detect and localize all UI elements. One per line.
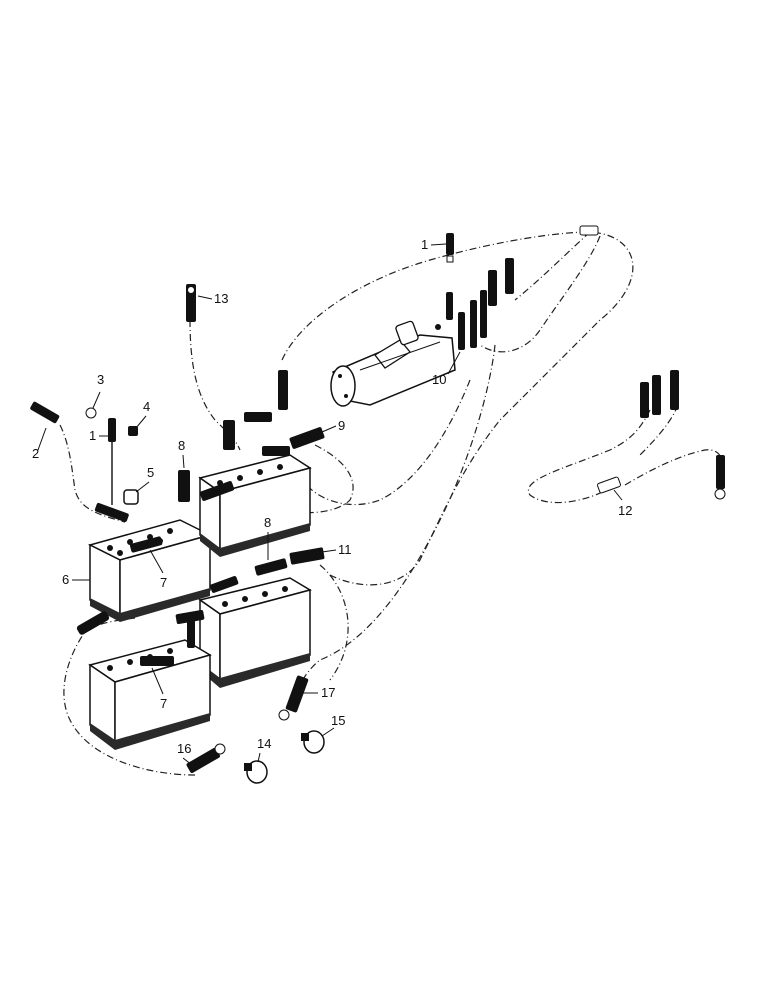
- callout-c10: 10: [432, 372, 446, 387]
- nut-4: [128, 426, 138, 436]
- callout-c7b: 7: [160, 696, 167, 711]
- cable-lug-1-top: [446, 233, 454, 255]
- battery-a: [87, 519, 213, 622]
- cable-lug-top-e: [488, 270, 497, 306]
- callout-c5: 5: [147, 465, 154, 480]
- callout-c1a: 1: [421, 237, 428, 252]
- battery-c: [198, 577, 312, 688]
- leader-lines: [37, 243, 623, 766]
- cable-lug-10c: [470, 300, 477, 348]
- cable-lug-12a: [640, 382, 649, 418]
- cable-lug-16: [186, 747, 220, 773]
- callout-c9: 9: [338, 418, 345, 433]
- cable-lug-10a: [446, 292, 453, 320]
- cable-lug-7-upper: [129, 536, 163, 553]
- cable-lug-8-lower: [254, 558, 288, 576]
- starter-motor: [330, 320, 456, 407]
- cable-junction-top: [579, 225, 599, 236]
- callout-c2: 2: [32, 446, 39, 461]
- cable-lug-17: [285, 675, 309, 713]
- nut-5: [123, 489, 139, 505]
- callout-c14: 14: [257, 736, 271, 751]
- cable-lug-13: [186, 284, 196, 322]
- callout-c11: 11: [338, 542, 352, 557]
- callout-c15: 15: [331, 713, 345, 728]
- callout-c8b: 8: [264, 515, 271, 530]
- callout-c3: 3: [97, 372, 104, 387]
- callout-c16: 16: [177, 741, 191, 756]
- callout-c7a: 7: [160, 575, 167, 590]
- cable-lug-12b: [716, 455, 725, 489]
- callout-c1b: 1: [89, 428, 96, 443]
- terminal-cover-15: [301, 730, 325, 754]
- callout-c13: 13: [214, 291, 228, 306]
- cable-lug-7-lower: [140, 656, 174, 666]
- terminal-connectors: [30, 225, 726, 784]
- cable-lug-2: [30, 401, 60, 424]
- battery-b: [198, 454, 312, 557]
- cable-lug-top-f: [505, 258, 514, 294]
- cable-lug-9: [289, 427, 325, 449]
- cable-lug-1-left: [108, 418, 116, 442]
- battery-d: [88, 639, 212, 750]
- callout-c6: 6: [62, 572, 69, 587]
- callout-c17: 17: [321, 685, 335, 700]
- callout-c8a: 8: [178, 438, 185, 453]
- cable-lug-11: [289, 547, 325, 565]
- terminal-cover-14: [244, 760, 268, 784]
- callout-c4: 4: [143, 399, 150, 414]
- washer-3: [85, 407, 97, 419]
- callout-c12: 12: [618, 503, 632, 518]
- cable-junction-12: [597, 476, 621, 494]
- cable-lug-8-upper: [178, 470, 190, 502]
- cable-lug-10d: [480, 290, 487, 338]
- cable-lug-10b: [458, 312, 465, 350]
